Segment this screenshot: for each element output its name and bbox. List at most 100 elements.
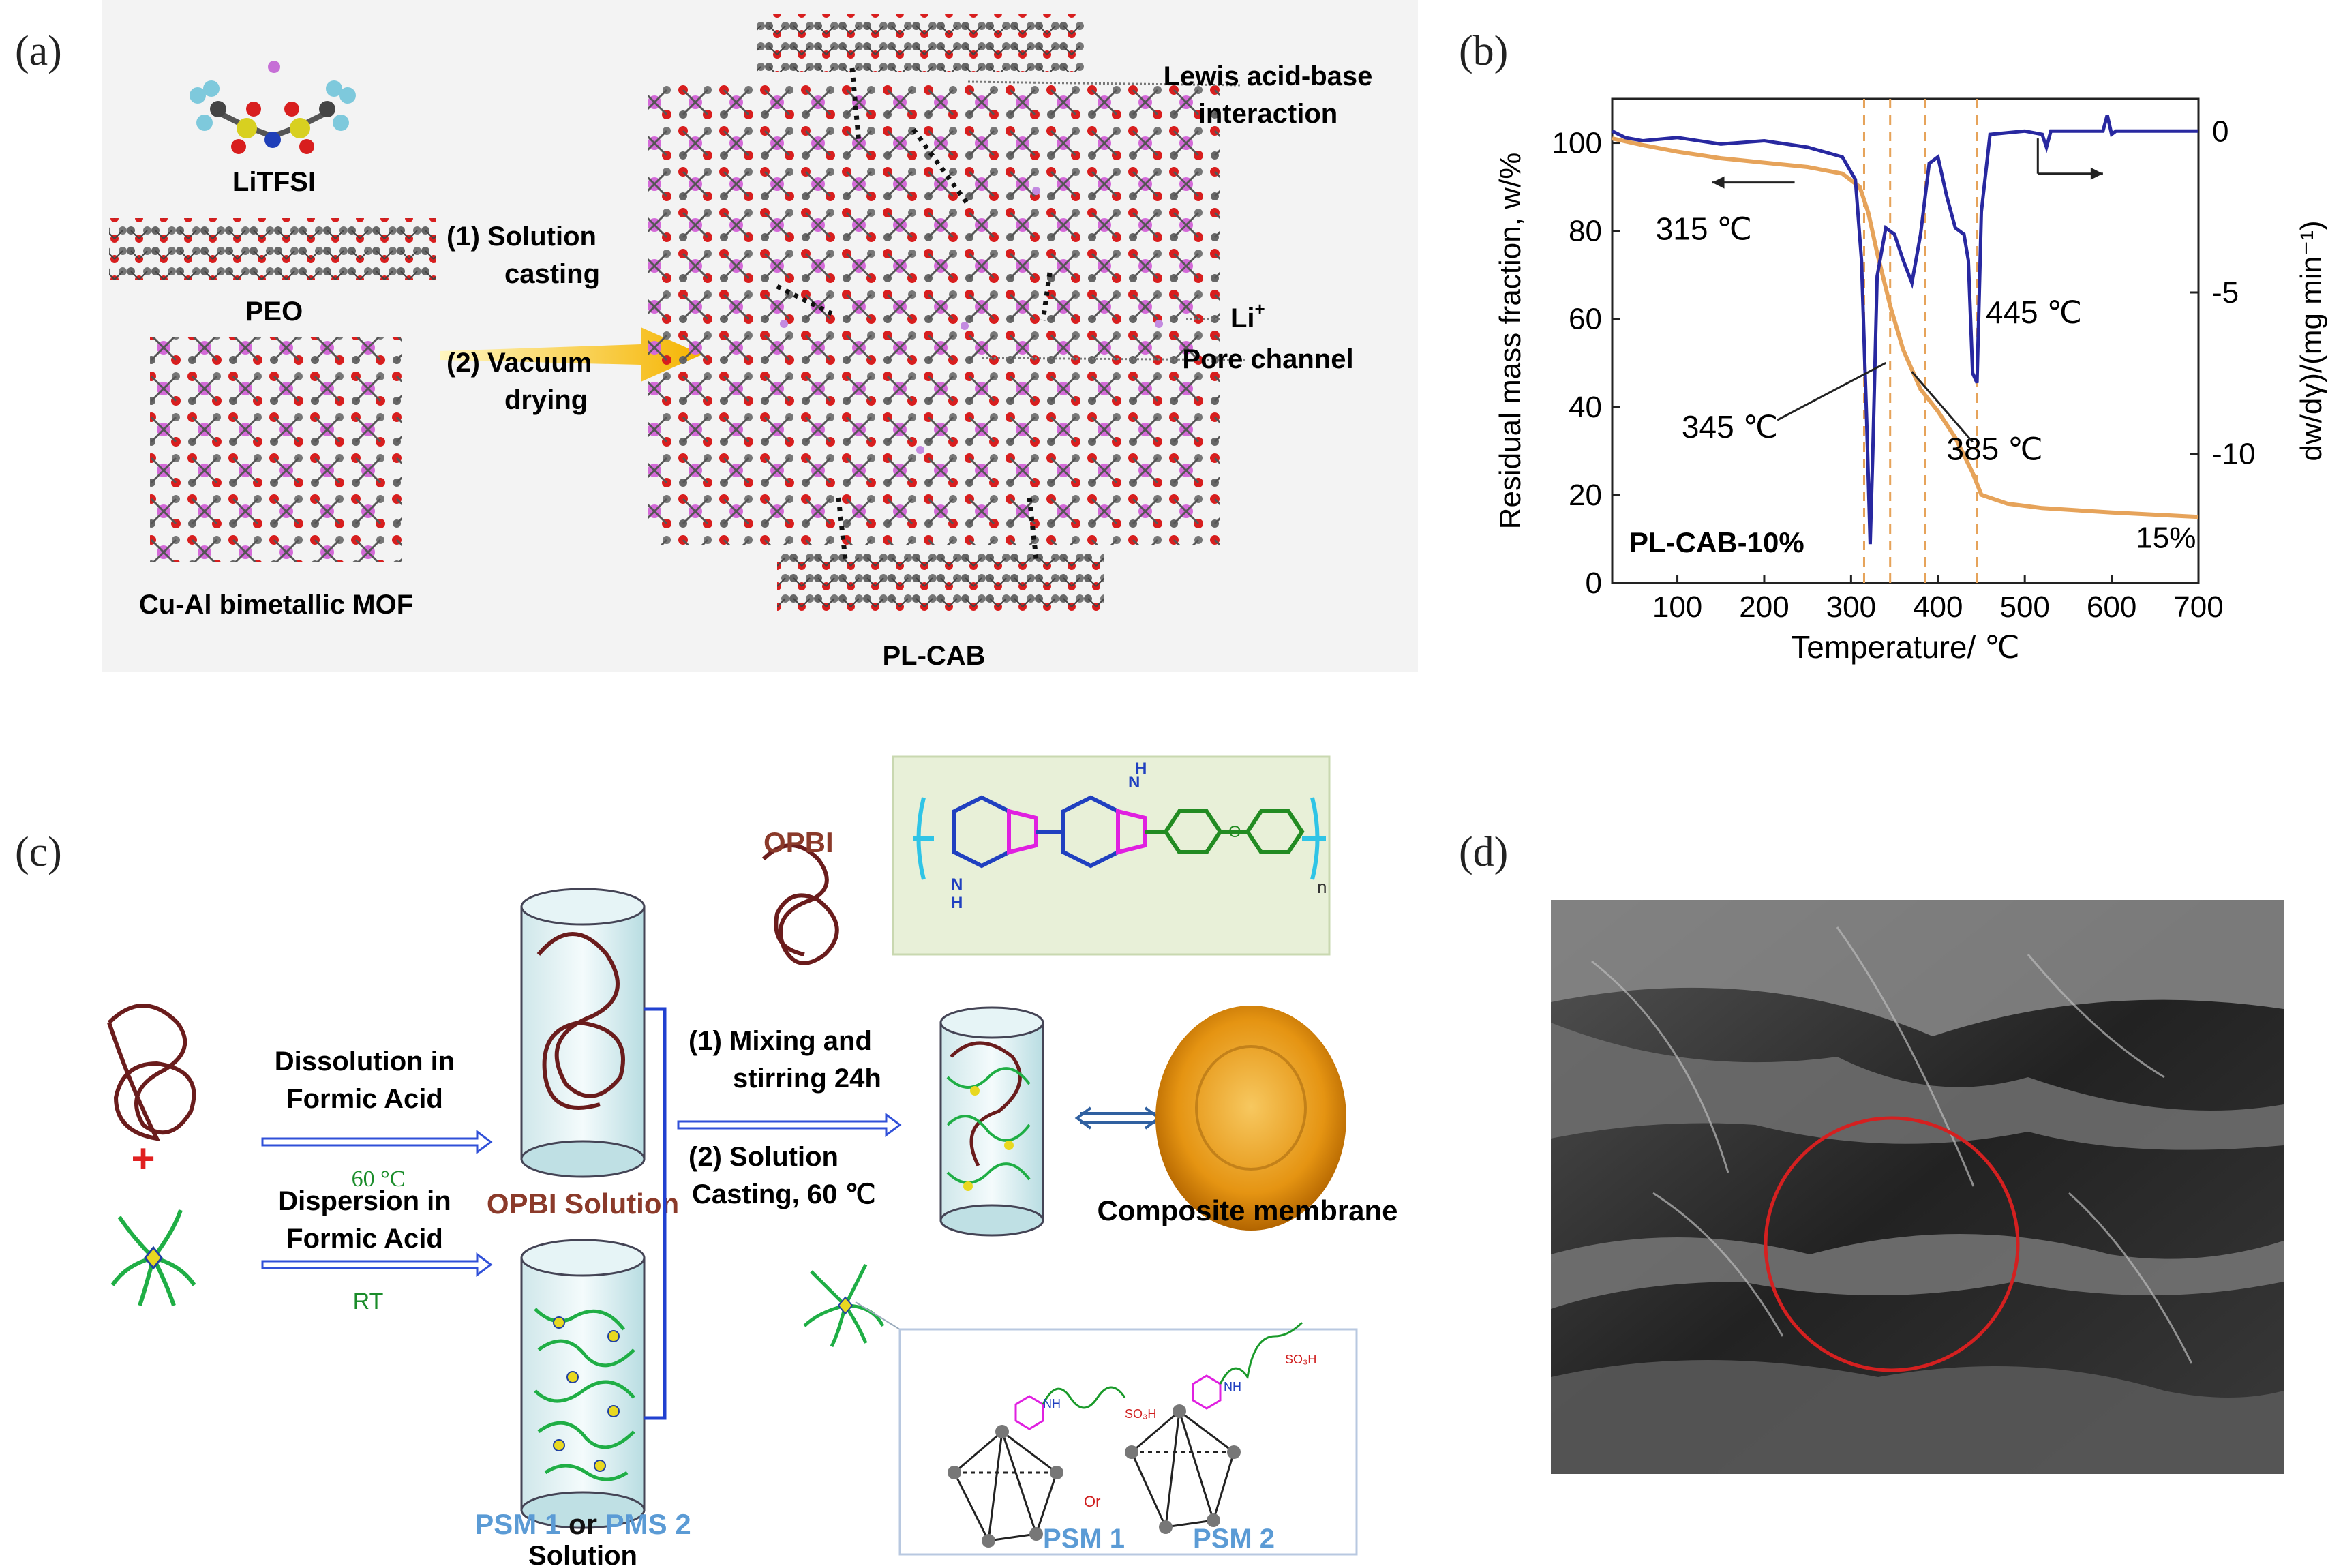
opbi-n-subscript: n [1317, 877, 1327, 897]
polymer-coil-icon [107, 1004, 196, 1141]
opbi-h-top: H [1135, 759, 1147, 778]
psm1-so3h: SO₃H [1125, 1407, 1156, 1421]
x-tick-label: 100 [1652, 590, 1702, 624]
x-tick-label: 300 [1826, 590, 1876, 624]
plcab-top-chain-icon [757, 14, 1084, 72]
panel-a-graphics: LiTFSI PEO Cu-Al bimetallic MOF (1) Solu… [109, 14, 1373, 671]
psm1-cage-icon [953, 1430, 1058, 1542]
y-tick-label: 100 [1552, 127, 1602, 160]
psm2-cage-icon [1130, 1410, 1235, 1528]
mixed-solution-cylinder-icon [939, 1006, 1044, 1237]
litfsi-molecule-icon [190, 61, 356, 154]
right-axis-arrowhead [2090, 167, 2103, 180]
step2-line1: (2) Vacuum [447, 348, 592, 378]
mof-lattice-icon [150, 337, 402, 562]
y-axis-label: Residual mass fraction, w/% [1494, 153, 1527, 530]
dispersion-line1: Dispersion in [278, 1186, 451, 1216]
panel-c-graphics: N H N H O n OPBI + Dissolution in Formic… [107, 755, 1398, 1568]
dissolution-line2: Formic Acid [286, 1084, 443, 1114]
y-tick-label: 20 [1569, 479, 1602, 512]
x-tick-label: 500 [1999, 590, 2049, 624]
opbi-n-bottom: N [951, 875, 963, 894]
y2-tick-label: -10 [2212, 438, 2256, 471]
dissolution-arrow-icon [261, 1130, 493, 1154]
y2-axis-label: dw/dγ)/(mg min⁻¹) [2295, 220, 2328, 461]
step1-line2: casting [504, 259, 600, 289]
y-tick-label: 60 [1569, 303, 1602, 336]
plcab-bottom-chain-icon [777, 552, 1104, 614]
residue-label: 15% [2136, 521, 2196, 554]
sem-image [1551, 900, 2284, 1474]
panel-b-label: (b) [1459, 28, 1509, 74]
equivalence-arrow-icon [1074, 1106, 1162, 1130]
mof-label: Cu-Al bimetallic MOF [139, 590, 413, 620]
step1-line1: (1) Solution [447, 222, 596, 252]
annotation-315: 315 ℃ [1656, 211, 1752, 247]
panel-a-label: (a) [15, 28, 62, 74]
opbi-label: OPBI [764, 826, 834, 858]
mix-line1: (1) Mixing and [689, 1026, 872, 1056]
psm1-label: PSM 1 [1043, 1524, 1125, 1554]
plot-frame [1611, 97, 2200, 584]
psm-solution-label-line2: Solution [528, 1541, 637, 1568]
psm2-so3h: SO₃H [1285, 1353, 1316, 1366]
plus-sign: + [131, 1136, 155, 1181]
x-tick-label: 600 [2087, 590, 2136, 624]
x-axis-label: Temperature/ ℃ [1791, 629, 2019, 665]
membrane-seal-icon [1195, 1045, 1307, 1171]
opbi-solution-cylinder-icon [520, 888, 646, 1178]
y2-tick-label: -5 [2212, 276, 2239, 310]
opbi-coil-icon [761, 843, 839, 965]
composite-membrane-label: Composite membrane [1097, 1194, 1397, 1226]
psm-solution-cylinder-icon [520, 1239, 646, 1529]
pointer-345 [1777, 361, 1887, 421]
x-tick-label: 400 [1913, 590, 1963, 624]
plcab-mof-network-icon [648, 82, 1220, 545]
dispersion-arrow-icon [261, 1252, 493, 1277]
panel-c-label: (c) [15, 829, 62, 875]
temp-60-label: 60 °C [352, 1166, 406, 1192]
annotation-385: 385 ℃ [1947, 431, 2043, 466]
dissolution-line1: Dissolution in [275, 1046, 455, 1076]
lewis-line1: Lewis acid-base [1164, 61, 1373, 91]
psm-or-label: Or [1084, 1493, 1100, 1510]
panel-d-label: (d) [1459, 829, 1509, 875]
rt-label: RT [353, 1288, 384, 1314]
opbi-n-top: N [1128, 773, 1140, 791]
x-tick-label: 200 [1739, 590, 1789, 624]
litfsi-label: LiTFSI [232, 167, 316, 197]
psm2-label: PSM 2 [1193, 1524, 1275, 1554]
annotation-345: 345 ℃ [1682, 409, 1778, 444]
series-line-1 [1611, 115, 2198, 545]
psm1-nh: NH [1043, 1397, 1061, 1411]
tga-chart: 100 200 300 400 500 600 700 0 20 40 60 80 100 0 -5 -10T… [1494, 97, 2328, 665]
cast-line1: (2) Solution [689, 1142, 838, 1172]
series-line-0 [1612, 136, 2199, 519]
mixing-arrow-icon [677, 1113, 902, 1137]
mix-line2: stirring 24h [733, 1064, 881, 1094]
peo-label: PEO [245, 297, 303, 327]
left-axis-arrowhead [1712, 176, 1725, 189]
plcab-label: PL-CAB [882, 641, 985, 671]
opbi-h-bottom: H [951, 894, 963, 912]
pore-channel-label: Pore channel [1182, 344, 1353, 374]
lewis-line2: interaction [1198, 99, 1337, 129]
dispersion-line2: Formic Acid [286, 1224, 443, 1254]
annotation-445: 445 ℃ [1986, 295, 2082, 330]
opbi-o: O [1228, 823, 1241, 841]
psm-solution-label-line1: PSM 1 or PMS 2 [474, 1508, 691, 1540]
li-ion-label: Li+ [1230, 299, 1265, 333]
y-tick-label: 0 [1586, 567, 1602, 600]
composite-membrane-photo [1155, 1006, 1346, 1231]
cast-line2: Casting, 60 ℃ [692, 1179, 875, 1209]
sample-label: PL-CAB-10% [1629, 526, 1804, 558]
x-tick-label: 700 [2173, 590, 2223, 624]
psm2-nh: NH [1224, 1380, 1241, 1393]
pointer-385 [1911, 371, 1974, 443]
opbi-structure-icon [913, 795, 1326, 880]
y-tick-label: 80 [1569, 215, 1602, 248]
y-tick-label: 40 [1569, 391, 1602, 424]
opbi-solution-label: OPBI Solution [487, 1188, 679, 1220]
merge-bracket [644, 1007, 667, 1420]
y2-tick-label: 0 [2212, 115, 2228, 148]
